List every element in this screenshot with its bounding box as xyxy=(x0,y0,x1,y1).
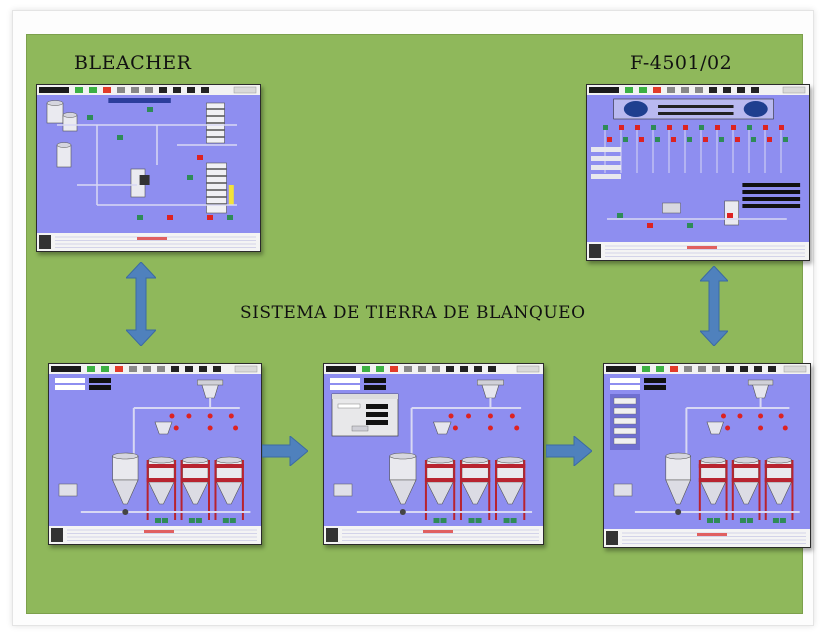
bleacher-screen-graphic xyxy=(37,85,260,251)
right-arrow-2 xyxy=(546,436,592,466)
vertical-double-arrow-right xyxy=(700,266,728,346)
filter-title: F-4501/02 xyxy=(630,52,733,74)
vertical-double-arrow-left xyxy=(126,262,156,346)
filter-screen-graphic xyxy=(587,85,809,260)
tank-screen-1 xyxy=(48,363,262,545)
bleacher-screen xyxy=(36,84,261,252)
tank-screen-3-graphic xyxy=(604,364,810,547)
tank-screen-2 xyxy=(323,363,544,545)
tank-screen-1-graphic xyxy=(49,364,261,544)
system-title: SISTEMA DE TIERRA DE BLANQUEO xyxy=(240,303,586,323)
filter-screen xyxy=(586,84,810,261)
bleacher-title: BLEACHER xyxy=(74,52,192,74)
tank-screen-3 xyxy=(603,363,811,548)
tank-screen-2-graphic xyxy=(324,364,543,544)
right-arrow-1 xyxy=(262,436,308,466)
